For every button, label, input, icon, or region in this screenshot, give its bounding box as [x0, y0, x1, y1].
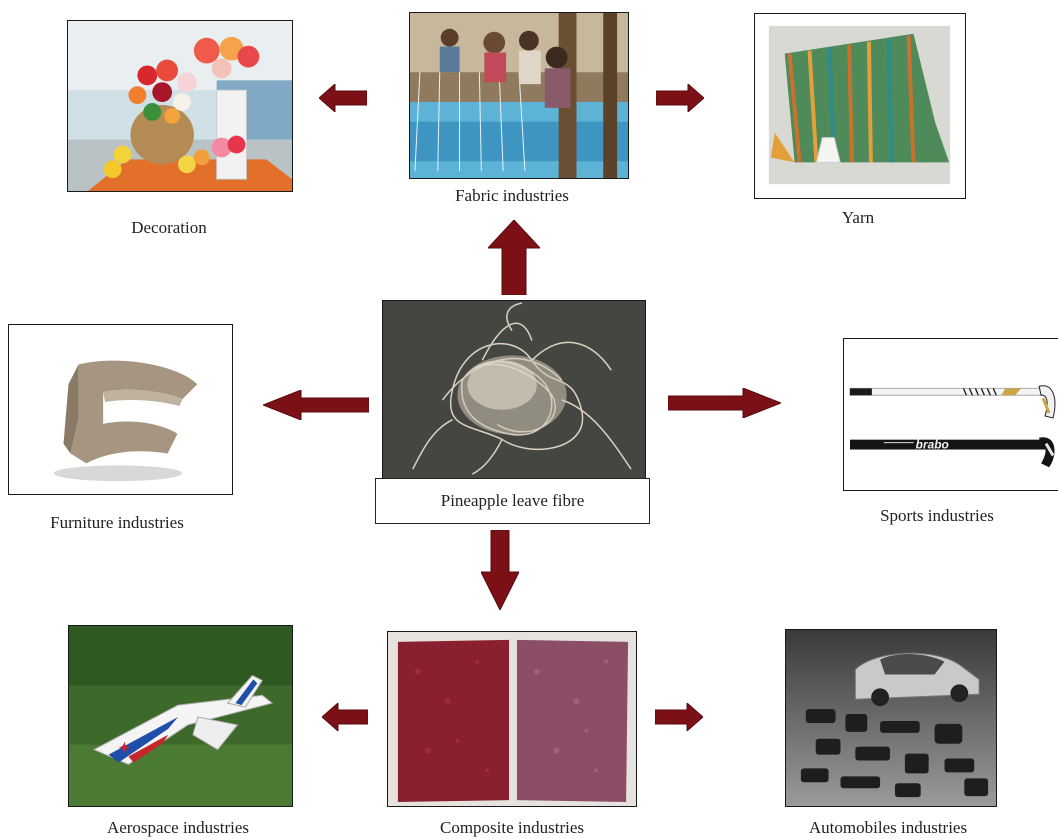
arrow-fabric-to-yarn: [656, 84, 704, 112]
arrow-fibre-to-fabric: [488, 220, 540, 295]
decoration-label: Decoration: [131, 218, 207, 237]
composite-industries-label: Composite industries: [439, 818, 585, 837]
aerospace-photo: ✦: [68, 625, 293, 807]
fabric-industries-photo: [409, 12, 629, 179]
composite-photo: [387, 631, 637, 807]
automobiles-industries-label: Automobiles industries: [808, 818, 968, 837]
pineapple-fibre-label-box: Pineapple leave fibre: [375, 478, 650, 524]
arrow-fabric-to-decoration: [319, 84, 367, 112]
decoration-photo: [67, 20, 293, 192]
sports-photo: brabo: [843, 338, 1058, 491]
arrow-composite-to-automobiles: [655, 703, 703, 731]
automobiles-photo: [785, 629, 997, 807]
svg-text:✦: ✦: [119, 740, 131, 756]
arrow-composite-to-aerospace: [322, 703, 368, 731]
svg-text:brabo: brabo: [916, 438, 949, 452]
arrow-fibre-to-composite: [481, 530, 519, 610]
aerospace-industries-label: Aerospace industries: [106, 818, 250, 837]
fabric-industries-label: Fabric industries: [455, 186, 569, 205]
sports-industries-label: Sports industries: [880, 506, 994, 525]
pineapple-fibre-photo: [382, 300, 646, 480]
pineapple-fibre-label: Pineapple leave fibre: [440, 491, 585, 510]
yarn-label: Yarn: [841, 208, 875, 227]
arrow-fibre-to-sports: [668, 388, 781, 418]
arrow-fibre-to-furniture: [263, 390, 369, 420]
yarn-photo: [754, 13, 966, 199]
furniture-industries-label: Furniture industries: [50, 513, 184, 532]
furniture-photo: [8, 324, 233, 495]
